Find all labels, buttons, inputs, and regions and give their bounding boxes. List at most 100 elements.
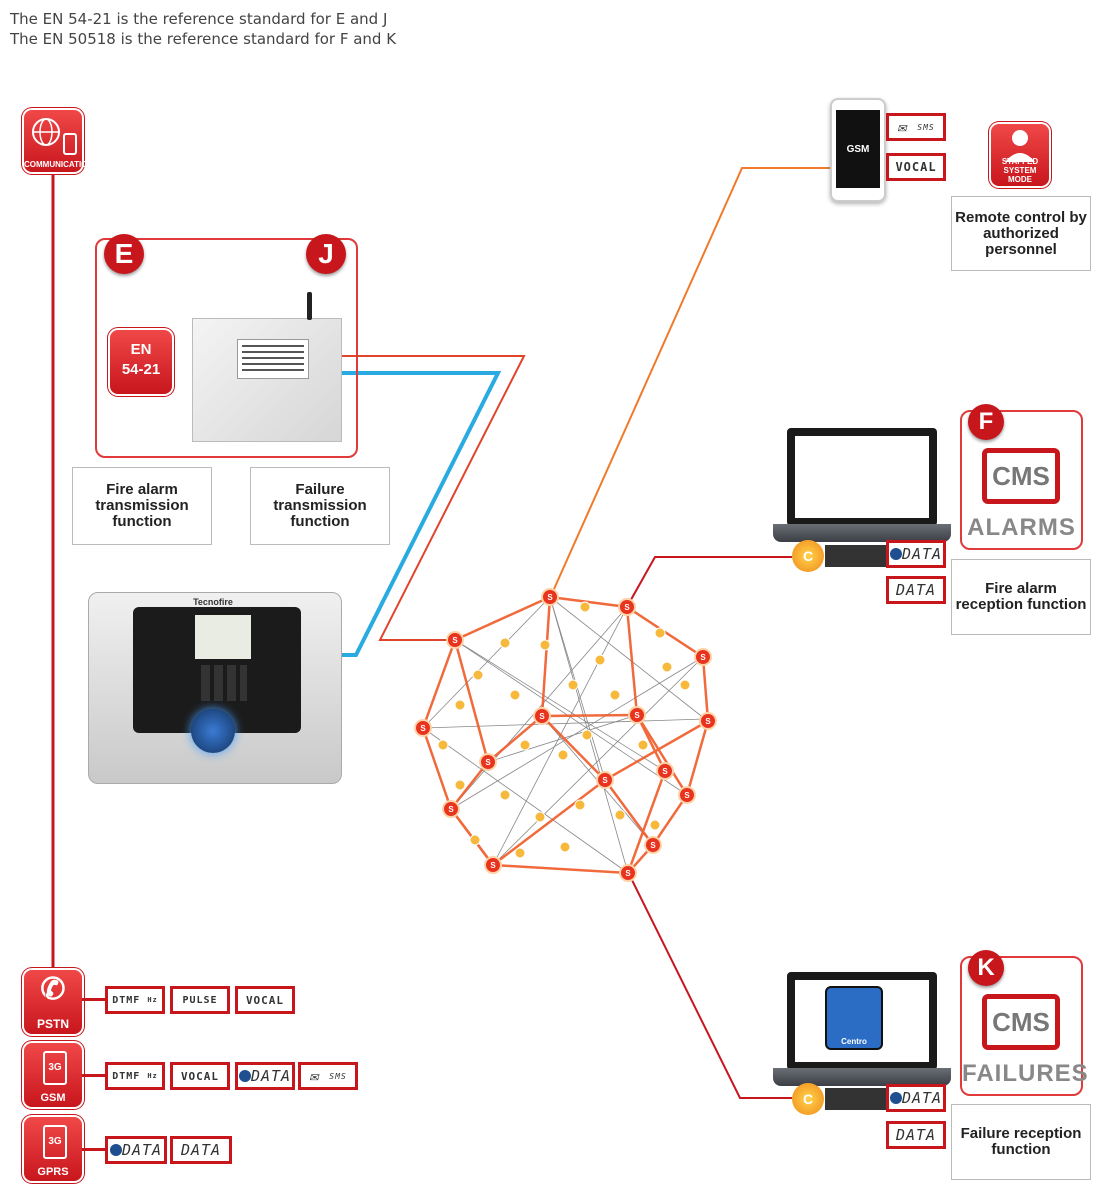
failure-reception-box: Failure reception function <box>951 1104 1091 1180</box>
gsm-phone-label: GSM <box>836 110 880 188</box>
vocal-tag-phone: VOCAL <box>886 153 946 181</box>
data-tag-gprs1: DATA <box>105 1136 167 1164</box>
envelope-icon: ✉ <box>897 118 908 136</box>
data-tag-gprs2: DATA <box>170 1136 232 1164</box>
gsm-label: GSM <box>40 1092 66 1104</box>
server-label: S <box>634 711 640 720</box>
network-mesh: S S S S S S S S S S S S S S S S <box>414 588 717 882</box>
pstn-tile: ✆ PSTN <box>24 970 82 1034</box>
gprs-label: GPRS <box>37 1166 69 1178</box>
laptop-k-screen: Centro <box>787 972 937 1070</box>
staffed-system-tile: STAFFED SYSTEM MODE <box>991 124 1049 186</box>
gsm-connector <box>82 1074 106 1077</box>
gsm-tile: 3G GSM <box>24 1043 82 1107</box>
server-label: S <box>625 869 631 878</box>
gsm-phone: GSM <box>830 98 886 202</box>
device-keypad <box>201 665 247 701</box>
server-label: S <box>662 767 668 776</box>
laptop-k-base <box>773 1068 951 1086</box>
laptop-f-base <box>773 524 951 542</box>
vocal-tag-pstn: VOCAL <box>235 986 295 1014</box>
cms-failures-label: FAILURES <box>962 1060 1089 1087</box>
gsm-3g-icon: 3G <box>43 1051 67 1085</box>
globe-icon <box>889 1092 902 1104</box>
device-brand: Tecnofire <box>193 597 233 607</box>
badge-f: F <box>968 404 1004 440</box>
communication-label: COMMUNICATION <box>24 160 94 169</box>
en-badge-line2: 54-21 <box>121 361 161 378</box>
globe-icon <box>109 1144 122 1156</box>
globe-icon <box>238 1070 251 1082</box>
badge-j: J <box>306 234 346 274</box>
en-badge-line1: EN <box>130 341 152 358</box>
cms-k-line <box>627 871 792 1099</box>
device-logo-button <box>191 709 235 753</box>
data-tag-f1: DATA <box>886 540 946 568</box>
transmitter-label-panel <box>237 339 309 379</box>
server-label: S <box>485 758 491 767</box>
centro-label: Centro <box>841 1037 867 1046</box>
server-label: S <box>650 841 656 850</box>
communication-tile: COMMUNICATION <box>24 110 94 172</box>
panel-red-line <box>338 355 526 641</box>
client-node-f: C <box>792 540 824 572</box>
badge-e: E <box>104 234 144 274</box>
server-label: S <box>705 717 711 726</box>
laptop-f-connector <box>825 545 887 567</box>
tecnofire-device: Tecnofire <box>88 592 342 784</box>
dtmf-tag-pstn: DTMF Hz <box>105 986 165 1014</box>
data-tag-gsm: DATA <box>235 1062 295 1090</box>
remote-control-box: Remote control by authorized personnel <box>951 196 1091 271</box>
laptop-f-screen <box>787 428 937 526</box>
server-label: S <box>602 776 608 785</box>
gsm-orange-line <box>549 167 830 599</box>
pulse-tag: PULSE <box>170 986 230 1014</box>
server-label: S <box>700 653 706 662</box>
panel-blue-line <box>338 371 502 657</box>
cms-f-line <box>627 556 792 606</box>
vocal-tag-gsm: VOCAL <box>170 1062 230 1090</box>
standard-note-1: The EN 54-21 is the reference standard f… <box>10 10 388 28</box>
server-label: S <box>684 791 690 800</box>
panel-box <box>95 238 358 458</box>
cms-failures-screen: CMS <box>982 994 1060 1050</box>
server-label: S <box>547 593 553 602</box>
gprs-tile: 3G GPRS <box>24 1117 82 1181</box>
data-tag-k2: DATA <box>886 1121 946 1149</box>
cms-alarms-label: ALARMS <box>967 514 1076 541</box>
server-label: S <box>490 861 496 870</box>
envelope-icon: ✉ <box>309 1067 320 1085</box>
data-tag-f2: DATA <box>886 576 946 604</box>
server-label: S <box>539 712 545 721</box>
device-lcd <box>195 615 251 659</box>
globe-phone-icon <box>32 118 77 155</box>
server-label: S <box>448 805 454 814</box>
server-label: S <box>624 603 630 612</box>
cms-alarms-screen: CMS <box>982 448 1060 504</box>
fire-alarm-transmission-box: Fire alarm transmission function <box>72 467 212 545</box>
transmitter-unit <box>192 318 342 442</box>
gprs-3g-icon: 3G <box>43 1125 67 1159</box>
operator-icon <box>1005 130 1035 162</box>
staffed-label-2: SYSTEM MODE <box>1003 166 1037 184</box>
sms-tag-gsm: ✉ SMS <box>298 1062 358 1090</box>
sms-tag-phone: ✉ SMS <box>886 113 946 141</box>
en-54-21-badge: EN 54-21 <box>110 330 172 394</box>
staffed-label-1: STAFFED <box>1001 157 1039 166</box>
pstn-connector <box>82 998 106 1001</box>
client-node-k: C <box>792 1083 824 1115</box>
server-label: S <box>452 636 458 645</box>
centro-app-icon: Centro <box>825 986 883 1050</box>
data-tag-k1: DATA <box>886 1084 946 1112</box>
pstn-label: PSTN <box>36 1017 69 1031</box>
phone-handset-icon: ✆ <box>40 973 66 1006</box>
server-label: S <box>420 724 426 733</box>
badge-k: K <box>968 950 1004 986</box>
fire-alarm-reception-box: Fire alarm reception function <box>951 559 1091 635</box>
standard-note-2: The EN 50518 is the reference standard f… <box>10 30 397 48</box>
globe-icon <box>889 548 902 560</box>
gprs-connector <box>82 1148 106 1151</box>
dtmf-tag-gsm: DTMF Hz <box>105 1062 165 1090</box>
failure-transmission-box: Failure transmission function <box>250 467 390 545</box>
